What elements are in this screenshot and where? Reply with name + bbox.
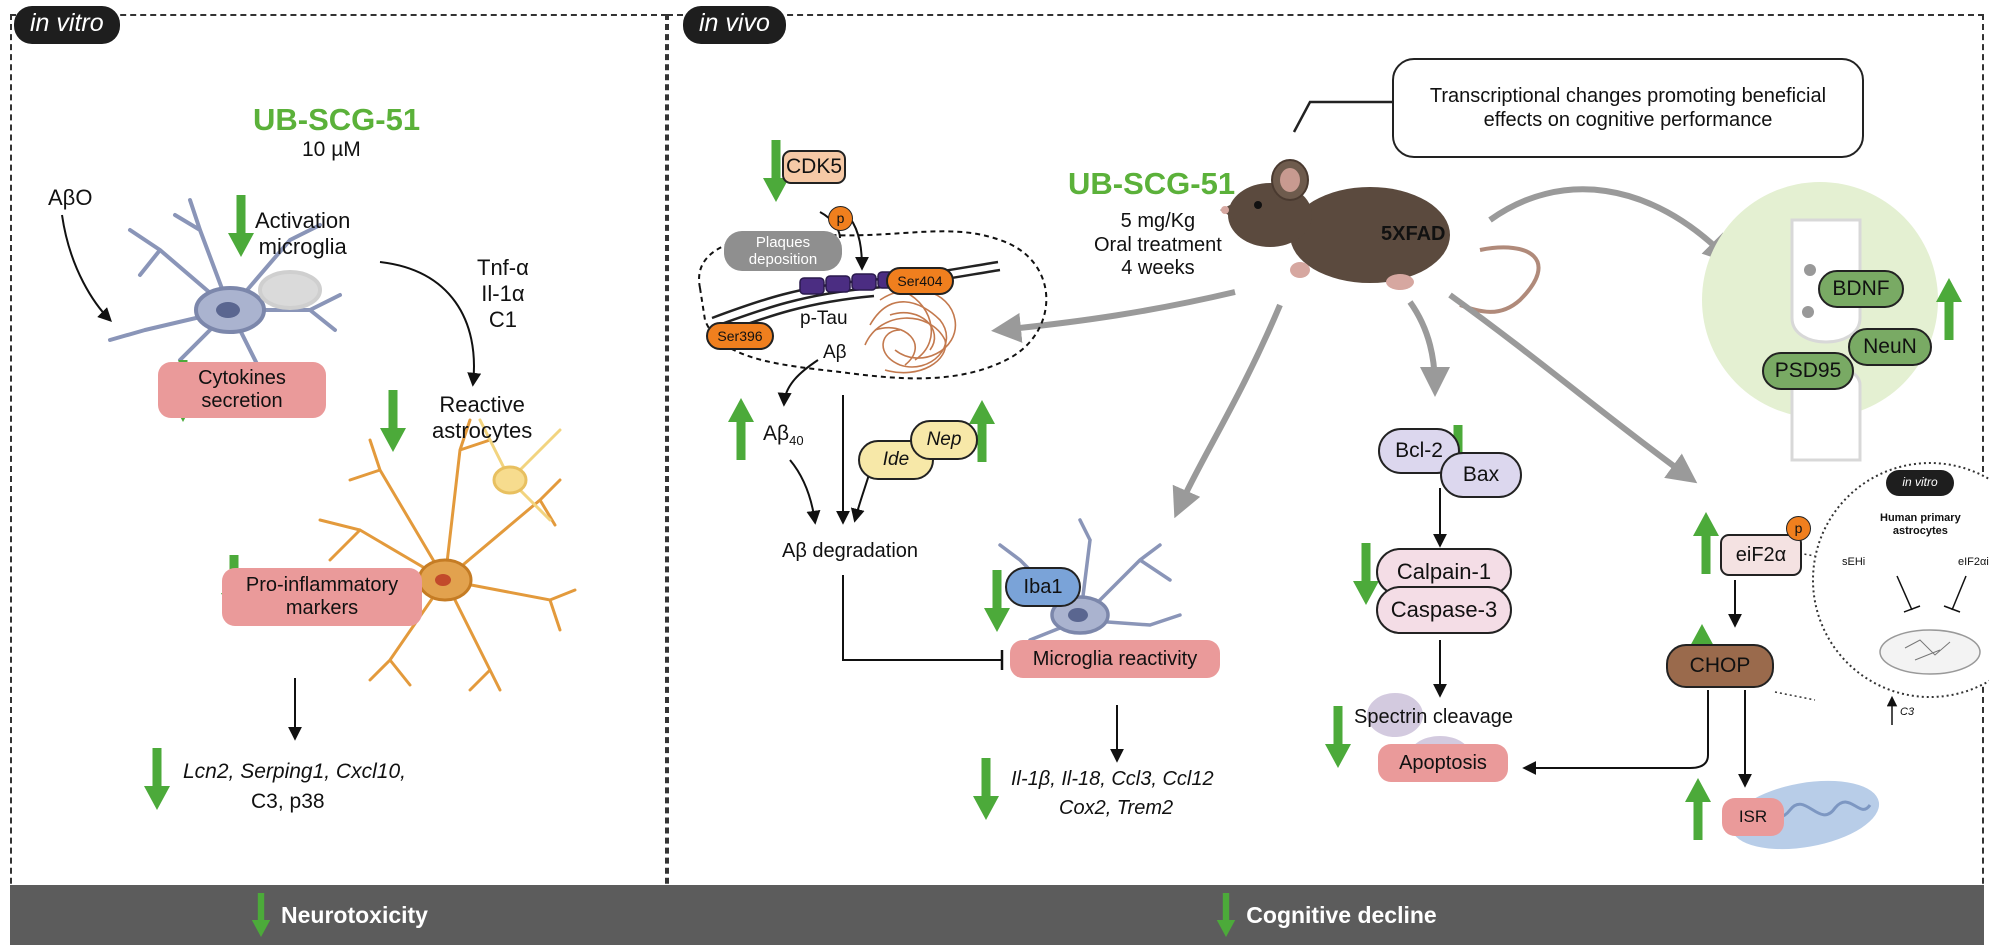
chop-box: CHOP: [1666, 644, 1774, 688]
in-vitro-gene-list-2: C3, p38: [251, 790, 325, 813]
neun-marker: NeuN: [1848, 328, 1932, 366]
treatment-regimen: 5 mg/Kg Oral treatment 4 weeks: [1094, 210, 1222, 280]
in-vitro-gene-list: Lcn2, Serping1, Cxcl10,: [183, 760, 406, 783]
spectrin-cleavage-label: Spectrin cleavage: [1354, 706, 1513, 728]
p-tau-label: p-Tau: [800, 308, 848, 329]
in-vitro-tag: in vitro: [14, 6, 120, 44]
microglia-reactivity-box: Microglia reactivity: [1010, 640, 1220, 678]
green-down-arrow-icon: [1217, 893, 1236, 937]
green-down-arrow-icon: [973, 758, 999, 820]
reactive-astrocytes-label: Reactive astrocytes: [432, 392, 533, 443]
green-down-arrow-icon: [251, 893, 271, 937]
eif2ai-label: eIF2αi: [1958, 556, 1989, 568]
iba1-box: Iba1: [1005, 567, 1081, 607]
phospho-badge: p: [828, 206, 853, 231]
pro-inflammatory-markers-box: Pro-inflammatory markers: [222, 568, 422, 626]
in-vitro-compound-name: UB-SCG-51: [253, 102, 421, 137]
cognitive-decline-label: Cognitive decline: [1246, 901, 1437, 928]
green-down-arrow-icon: [1325, 706, 1351, 768]
eif2a-box: eiF2α: [1720, 534, 1802, 576]
inset-title: Human primary astrocytes: [1880, 512, 1961, 537]
green-up-arrow-icon: [1936, 278, 1962, 340]
caspase-box: Caspase-3: [1376, 586, 1512, 634]
green-down-arrow-icon: [228, 195, 254, 257]
microglia-cell-icon: [108, 198, 342, 372]
mouse-icon: [1220, 159, 1541, 314]
ser396-badge: Ser396: [706, 322, 774, 350]
apoptosis-box: Apoptosis: [1378, 744, 1508, 782]
synapse-icon: [1702, 182, 1938, 462]
ser404-badge: Ser404: [886, 267, 954, 295]
green-up-arrow-icon: [1685, 778, 1711, 840]
cdk5-box: CDK5: [782, 150, 846, 184]
nep-enzyme-box: Nep: [910, 420, 978, 460]
green-down-arrow-icon: [144, 748, 170, 810]
in-vivo-tag: in vivo: [683, 6, 786, 44]
eif2a-phospho-badge: p: [1786, 516, 1811, 541]
bax-box: Bax: [1440, 452, 1522, 498]
astrocyte-cell-icon: [298, 418, 577, 692]
green-up-arrow-icon: [1693, 512, 1719, 574]
inset-in-vitro-tag: in vitro: [1886, 470, 1954, 496]
mouse-model-label: 5XFAD: [1381, 223, 1446, 245]
abeta-label: Aβ: [823, 342, 847, 363]
green-up-arrow-icon: [728, 398, 754, 460]
transcriptional-changes-callout: Transcriptional changes promoting benefi…: [1392, 58, 1864, 158]
amyloid-fiber-icon: [864, 288, 957, 374]
green-down-arrow-icon: [380, 390, 406, 452]
cytokine-gene-list-2: Cox2, Trem2: [1059, 797, 1174, 819]
neurotoxicity-footer: Neurotoxicity: [10, 885, 667, 945]
bdnf-marker: BDNF: [1818, 270, 1904, 308]
inset-c3-label: C3: [1900, 706, 1915, 718]
psd95-marker: PSD95: [1762, 352, 1854, 390]
cytokine-gene-list: Il-1β, Il-18, Ccl3, Ccl12: [1011, 768, 1214, 790]
in-vitro-dose: 10 µM: [302, 138, 361, 161]
isr-box: ISR: [1722, 798, 1784, 836]
neurotoxicity-label: Neurotoxicity: [281, 901, 428, 928]
cytokines-secretion-box: Cytokines secretion: [158, 362, 326, 418]
cognitive-decline-footer: Cognitive decline: [667, 885, 1984, 945]
activation-microglia-label: Activation microglia: [255, 208, 351, 259]
cytokine-list-label: Tnf-α Il-1α C1: [477, 255, 529, 332]
abeta-degradation-label: Aβ degradation: [782, 540, 919, 562]
abeta40-label: Aβ40: [763, 422, 804, 449]
abo-label: AβO: [48, 185, 93, 210]
plaques-deposition-box: Plaques deposition: [724, 231, 842, 271]
sehi-label: sEHi: [1842, 556, 1866, 568]
in-vivo-compound-name: UB-SCG-51: [1068, 166, 1236, 201]
petri-dish-icon: [1879, 629, 1981, 675]
